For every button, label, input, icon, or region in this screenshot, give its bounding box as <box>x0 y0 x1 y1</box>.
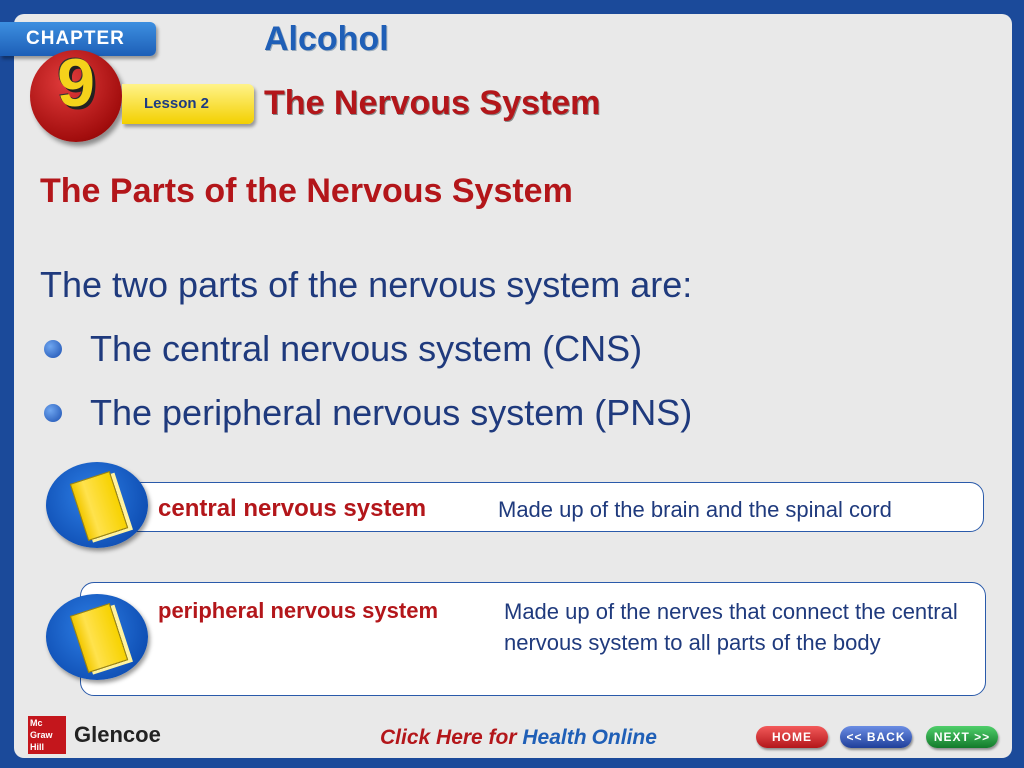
chapter-number: 9 <box>57 45 95 121</box>
vocab-card-pns <box>80 582 986 696</box>
bullet-dot-icon <box>44 404 62 422</box>
chapter-label: CHAPTER <box>26 28 125 49</box>
next-button[interactable]: NEXT >> <box>926 726 998 748</box>
link-prefix: Click Here for <box>380 726 523 749</box>
book-icon <box>69 602 129 674</box>
back-button[interactable]: << BACK <box>840 726 912 748</box>
mcgraw-hill-logo: Mc Graw Hill <box>28 716 66 754</box>
lesson-label-bar: Lesson 2 <box>122 84 254 124</box>
book-icon <box>69 470 129 542</box>
bullet-text: The peripheral nervous system (PNS) <box>90 392 693 433</box>
intro-text: The two parts of the nervous system are: <box>40 264 693 305</box>
publisher-name: Glencoe <box>74 722 161 747</box>
home-button[interactable]: HOME <box>756 726 828 748</box>
vocab-card-cns <box>120 482 984 532</box>
vocab-book-badge <box>46 594 148 680</box>
lesson-label: Lesson 2 <box>144 95 210 112</box>
link-online: Online <box>591 726 657 749</box>
bullet-text: The central nervous system (CNS) <box>90 328 643 369</box>
slide-header: CHAPTER 9 Lesson 2 Alcohol The Nervous S… <box>0 0 1024 142</box>
bullet-dot-icon <box>44 340 62 358</box>
link-health: Health <box>522 726 587 749</box>
publisher-logo: Mc Graw Hill Glencoe <box>28 716 161 754</box>
vocab-term: peripheral nervous system <box>158 598 439 623</box>
lesson-title: The Nervous System <box>264 84 601 122</box>
page-title: The Parts of the Nervous System <box>40 172 573 210</box>
vocab-term: central nervous system <box>158 495 427 522</box>
chapter-title: Alcohol <box>264 20 389 58</box>
vocab-book-badge <box>46 462 148 548</box>
vocab-definition: Made up of the nerves that connect the c… <box>504 599 958 655</box>
bullet-item: The central nervous system (CNS) <box>40 328 642 370</box>
chapter-number-badge <box>30 50 122 142</box>
bullet-item: The peripheral nervous system (PNS) <box>40 392 692 434</box>
chapter-tab: CHAPTER <box>0 22 156 56</box>
vocab-definition: Made up of the brain and the spinal cord <box>498 497 892 522</box>
